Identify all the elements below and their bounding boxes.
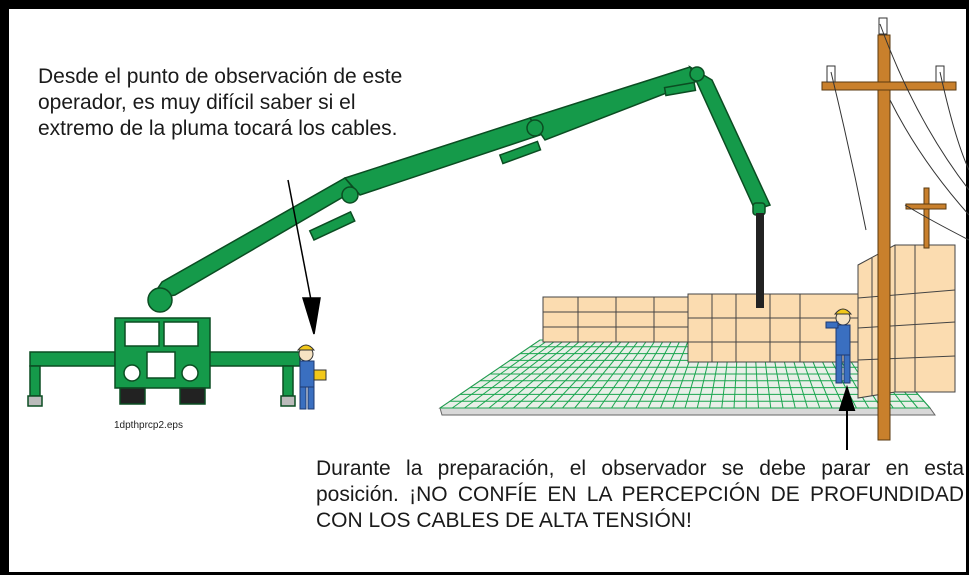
file-label: 1dpthprcp2.eps xyxy=(114,420,183,431)
concrete-pump-truck xyxy=(27,317,301,407)
boom-arm xyxy=(147,65,772,313)
utility-pole xyxy=(821,17,957,441)
hose xyxy=(756,213,764,308)
power-lines xyxy=(830,23,969,241)
pointer-arrow xyxy=(287,179,321,335)
operator-caption: Desde el punto de observación de este op… xyxy=(38,65,403,140)
spotter-caption: Durante la preparación, el observador se… xyxy=(316,457,964,532)
pointer-arrow-2 xyxy=(838,384,856,450)
spotter-worker xyxy=(825,308,853,384)
formwork-walls xyxy=(542,244,956,399)
operator-worker xyxy=(296,344,327,410)
